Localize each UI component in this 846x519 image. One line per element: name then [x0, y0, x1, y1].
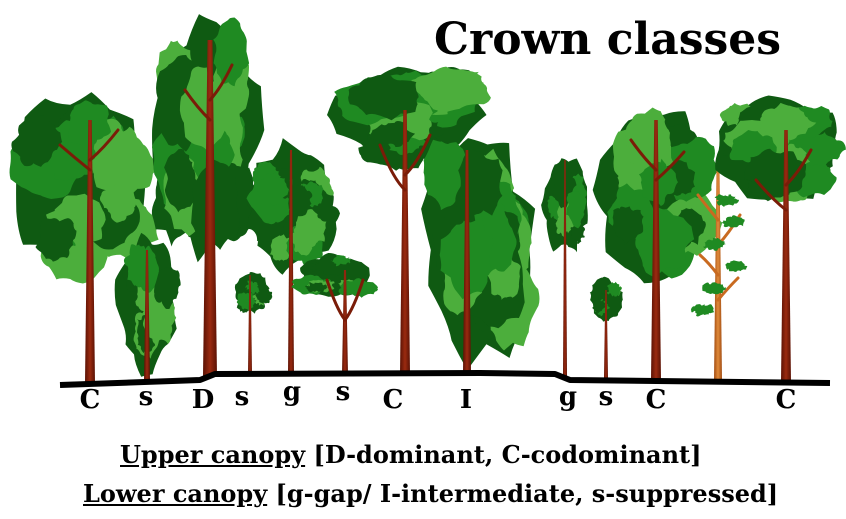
tree-11 — [593, 108, 723, 381]
diagram-title: Crown classes — [434, 14, 781, 65]
tree-9 — [541, 158, 588, 376]
tree-label-codominant-3: C — [646, 385, 667, 415]
tree-label-gap-1: g — [283, 377, 301, 407]
legend-lower-heading: Lower canopy — [83, 479, 267, 508]
tree-10 — [590, 277, 623, 378]
tree-label-suppressed-3: s — [336, 377, 351, 407]
tree-label-codominant-4: C — [776, 385, 797, 415]
tree-8 — [421, 138, 539, 373]
tree-label-suppressed-4: s — [599, 382, 614, 412]
legend-lower-detail: [g-gap/ I-intermediate, s-suppressed] — [267, 479, 778, 508]
tree-label-gap-2: g — [559, 382, 577, 412]
tree-13-crown — [715, 96, 846, 203]
legend-upper-heading: Upper canopy — [120, 440, 305, 469]
tree-label-intermediate: I — [460, 385, 472, 415]
tree-label-codominant-2: C — [383, 385, 404, 415]
tree-6 — [292, 253, 378, 374]
tree-4 — [235, 272, 272, 374]
legend-lower-canopy: Lower canopy [g-gap/ I-intermediate, s-s… — [83, 479, 778, 508]
legend-upper-canopy: Upper canopy [D-dominant, C-codominant] — [120, 440, 701, 469]
tree-label-codominant-1: C — [80, 385, 101, 415]
legend-upper-detail: [D-dominant, C-codominant] — [305, 440, 701, 469]
tree-label-suppressed-1: s — [139, 382, 154, 412]
tree-label-suppressed-2: s — [235, 382, 250, 412]
tree-13 — [715, 96, 846, 383]
tree-4-crown — [235, 272, 272, 314]
tree-label-dominant: D — [192, 385, 215, 415]
tree-8-crown — [421, 138, 539, 370]
